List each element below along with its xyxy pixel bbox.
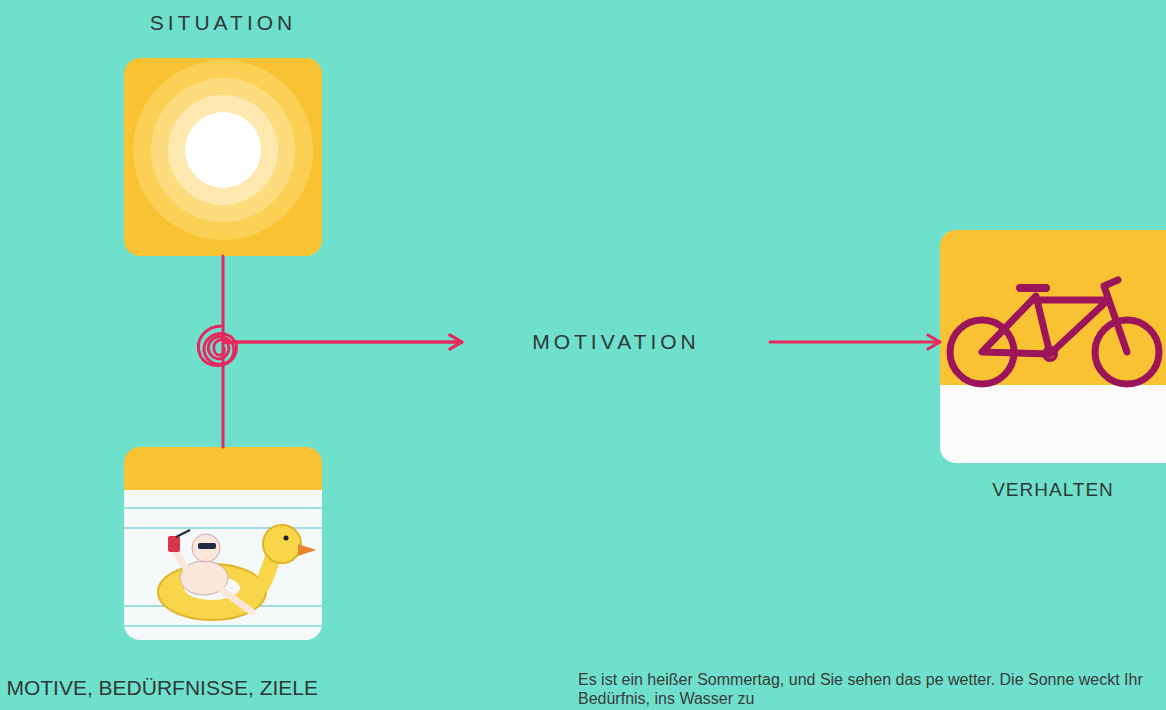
motivation-node: MOTIVATION [462,322,770,362]
behaviour-box: VERHALTEN [940,230,1166,463]
motives-box: MOTIVE, BEDÜRFNISSE, ZIELE [124,447,322,640]
node-heading: SITUATION [84,10,362,36]
body-text: Es ist ein heißer Sommertag, und Sie seh… [578,670,1166,708]
tangle-knot [198,326,236,366]
situation-box: SITUATION [124,58,322,256]
flow-arrow [770,335,940,349]
node-heading: MOTIVE, BEDÜRFNISSE, ZIELE [6,675,318,701]
flow-arrow [223,256,462,349]
flow-arrow [223,335,462,447]
node-heading: VERHALTEN [940,478,1166,502]
node-label: MOTIVATION [462,322,770,362]
